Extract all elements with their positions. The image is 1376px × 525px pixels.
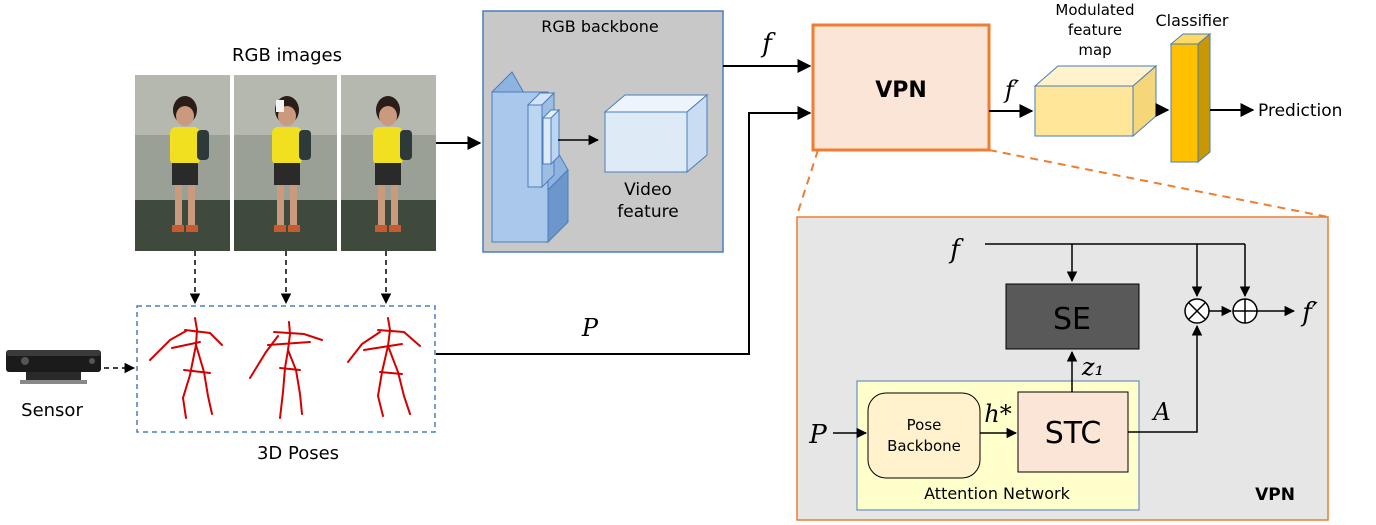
attention-network-label: Attention Network xyxy=(924,484,1070,503)
modulated-label-line2: feature xyxy=(1068,21,1122,39)
stc-to-multiply-arrow xyxy=(1128,324,1203,433)
z1-symbol: z₁ xyxy=(1081,353,1104,381)
poses-dashed-box xyxy=(136,305,436,433)
se-block xyxy=(1005,283,1140,350)
skeleton-2 xyxy=(249,321,323,419)
zoom-line-right xyxy=(988,149,1329,218)
pose-backbone-label-line1: Pose xyxy=(907,416,942,434)
add-plus xyxy=(1233,299,1257,323)
multiply-cross xyxy=(1188,302,1206,320)
prediction-label: Prediction xyxy=(1258,101,1342,121)
modulated-feature-cube xyxy=(1033,64,1158,138)
p-symbol: P xyxy=(581,314,599,342)
stc-block xyxy=(1017,391,1129,473)
vpn-label: VPN xyxy=(875,78,927,103)
video-feature-label-line2: feature xyxy=(617,202,678,222)
classifier-label: Classifier xyxy=(1155,11,1228,30)
rgb-images-title: RGB images xyxy=(232,45,342,66)
rgb-backbone-title: RGB backbone xyxy=(541,17,659,36)
kinect-sensor-icon xyxy=(6,350,101,384)
se-label: SE xyxy=(1053,302,1091,337)
skeleton-1 xyxy=(149,317,223,419)
p-arrow-to-vpn xyxy=(436,106,812,355)
vpn-box xyxy=(811,23,991,152)
f-symbol: f xyxy=(760,29,776,59)
rgb-frame-2 xyxy=(234,75,337,251)
f-prime-symbol: f′ xyxy=(1003,76,1020,104)
sensor-label: Sensor xyxy=(21,400,83,421)
vpn-detail-label: VPN xyxy=(1255,485,1295,505)
rgb-frame-1 xyxy=(135,75,230,251)
a-symbol: A xyxy=(1151,398,1170,426)
h-star-symbol: h* xyxy=(984,400,1011,428)
detail-f-prime-symbol: f′ xyxy=(1300,298,1318,328)
video-feature-cube xyxy=(603,93,709,174)
skeleton-3 xyxy=(347,317,421,417)
zoom-line-left xyxy=(796,149,819,216)
detail-p-symbol: P xyxy=(808,420,827,450)
modulated-label-line1: Modulated xyxy=(1055,1,1134,19)
pose-backbone-block xyxy=(867,392,981,479)
pose-backbone-label-line2: Backbone xyxy=(887,437,961,455)
modulated-label-line3: map xyxy=(1078,41,1111,59)
stc-label: STC xyxy=(1045,416,1102,451)
rgb-frame-3 xyxy=(341,75,436,251)
classifier-block xyxy=(1169,32,1212,164)
video-feature-label-line1: Video xyxy=(624,180,672,200)
poses-title: 3D Poses xyxy=(257,443,339,464)
backbone-cnn-slabs xyxy=(491,71,569,244)
